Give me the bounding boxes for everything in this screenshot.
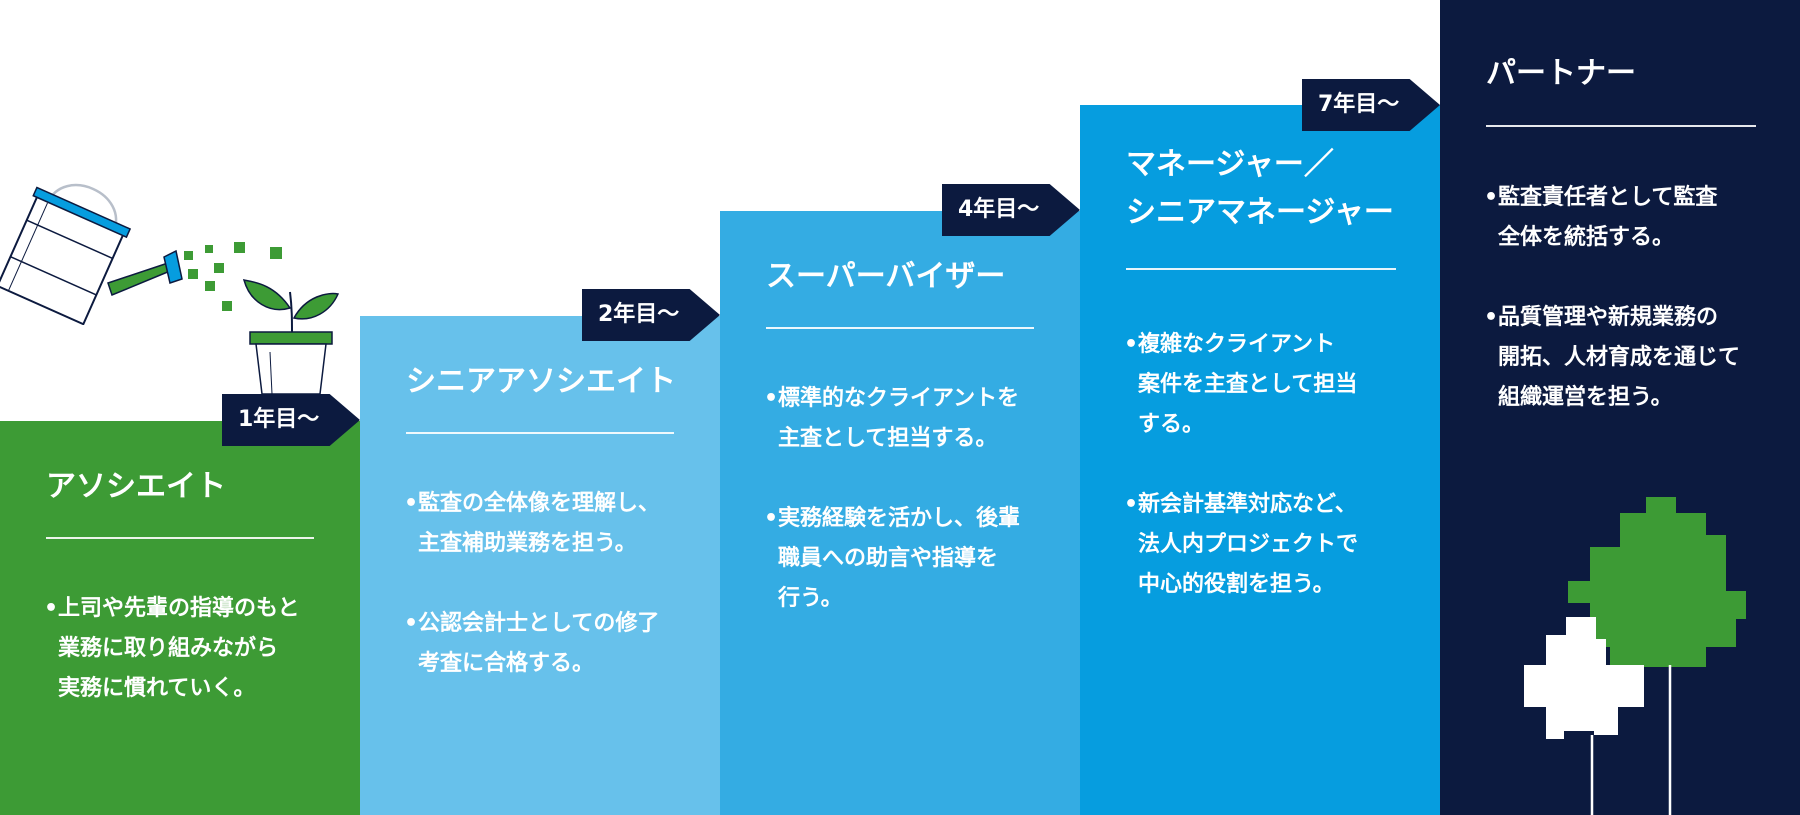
step-bullet: 複雑なクライアント 案件を主査として担当 する。: [1124, 325, 1420, 445]
step-bullets: 複雑なクライアント 案件を主査として担当 する。 新会計基準対応など、 法人内プ…: [1124, 325, 1420, 645]
step-bullets: 監査の全体像を理解し、 主査補助業務を担う。 公認会計士としての修了 考査に合格…: [404, 484, 700, 724]
step-title: シニアアソシエイト: [406, 364, 676, 399]
step-bullets: 監査責任者として監査 全体を統括する。 品質管理や新規業務の 開拓、人材育成を通…: [1484, 178, 1780, 458]
sprout-icon: [242, 279, 340, 394]
year-tag-associate: 1年目〜: [222, 394, 360, 446]
step-bullets: 標準的なクライアントを 主査として担当する。 実務経験を活かし、後輩 職員への助…: [764, 379, 1060, 659]
step-divider: [46, 537, 314, 539]
step-bullets: 上司や先輩の指導のもと 業務に取り組みながら 実務に慣れていく。: [44, 589, 340, 749]
step-title: マネージャー／ シニアマネージャー: [1126, 147, 1394, 230]
step-manager: マネージャー／ シニアマネージャー 複雑なクライアント 案件を主査として担当 す…: [1080, 105, 1440, 815]
step-bullet: 監査責任者として監査 全体を統括する。: [1484, 178, 1780, 258]
step-bullet: 上司や先輩の指導のもと 業務に取り組みながら 実務に慣れていく。: [44, 589, 340, 709]
step-title: スーパーバイザー: [766, 259, 1006, 294]
step-supervisor: スーパーバイザー 標準的なクライアントを 主査として担当する。 実務経験を活かし…: [720, 211, 1080, 815]
step-senior-associate: シニアアソシエイト 監査の全体像を理解し、 主査補助業務を担う。 公認会計士とし…: [360, 316, 720, 815]
step-bullet: 標準的なクライアントを 主査として担当する。: [764, 379, 1060, 459]
step-divider: [406, 432, 674, 434]
step-divider: [766, 327, 1034, 329]
step-title: パートナー: [1486, 56, 1636, 91]
step-associate: アソシエイト 上司や先輩の指導のもと 業務に取り組みながら 実務に慣れていく。: [0, 421, 360, 815]
watering-can-icon: [0, 183, 282, 325]
year-tag-manager: 7年目〜: [1302, 79, 1440, 131]
step-bullet: 監査の全体像を理解し、 主査補助業務を担う。: [404, 484, 700, 564]
step-title: アソシエイト: [46, 469, 226, 504]
step-bullet: 新会計基準対応など、 法人内プロジェクトで 中心的役割を担う。: [1124, 485, 1420, 605]
step-bullet: 品質管理や新規業務の 開拓、人材育成を通じて 組織運営を担う。: [1484, 298, 1780, 418]
step-bullet: 実務経験を活かし、後輩 職員への助言や指導を 行う。: [764, 499, 1060, 619]
step-divider: [1126, 268, 1396, 270]
step-bullet: 公認会計士としての修了 考査に合格する。: [404, 604, 700, 684]
step-divider: [1486, 125, 1756, 127]
step-partner: パートナー 監査責任者として監査 全体を統括する。 品質管理や新規業務の 開拓、…: [1440, 0, 1800, 815]
trees-icon: [1524, 497, 1746, 815]
year-tag-supervisor: 4年目〜: [942, 184, 1080, 236]
year-tag-senior-associate: 2年目〜: [582, 289, 720, 341]
